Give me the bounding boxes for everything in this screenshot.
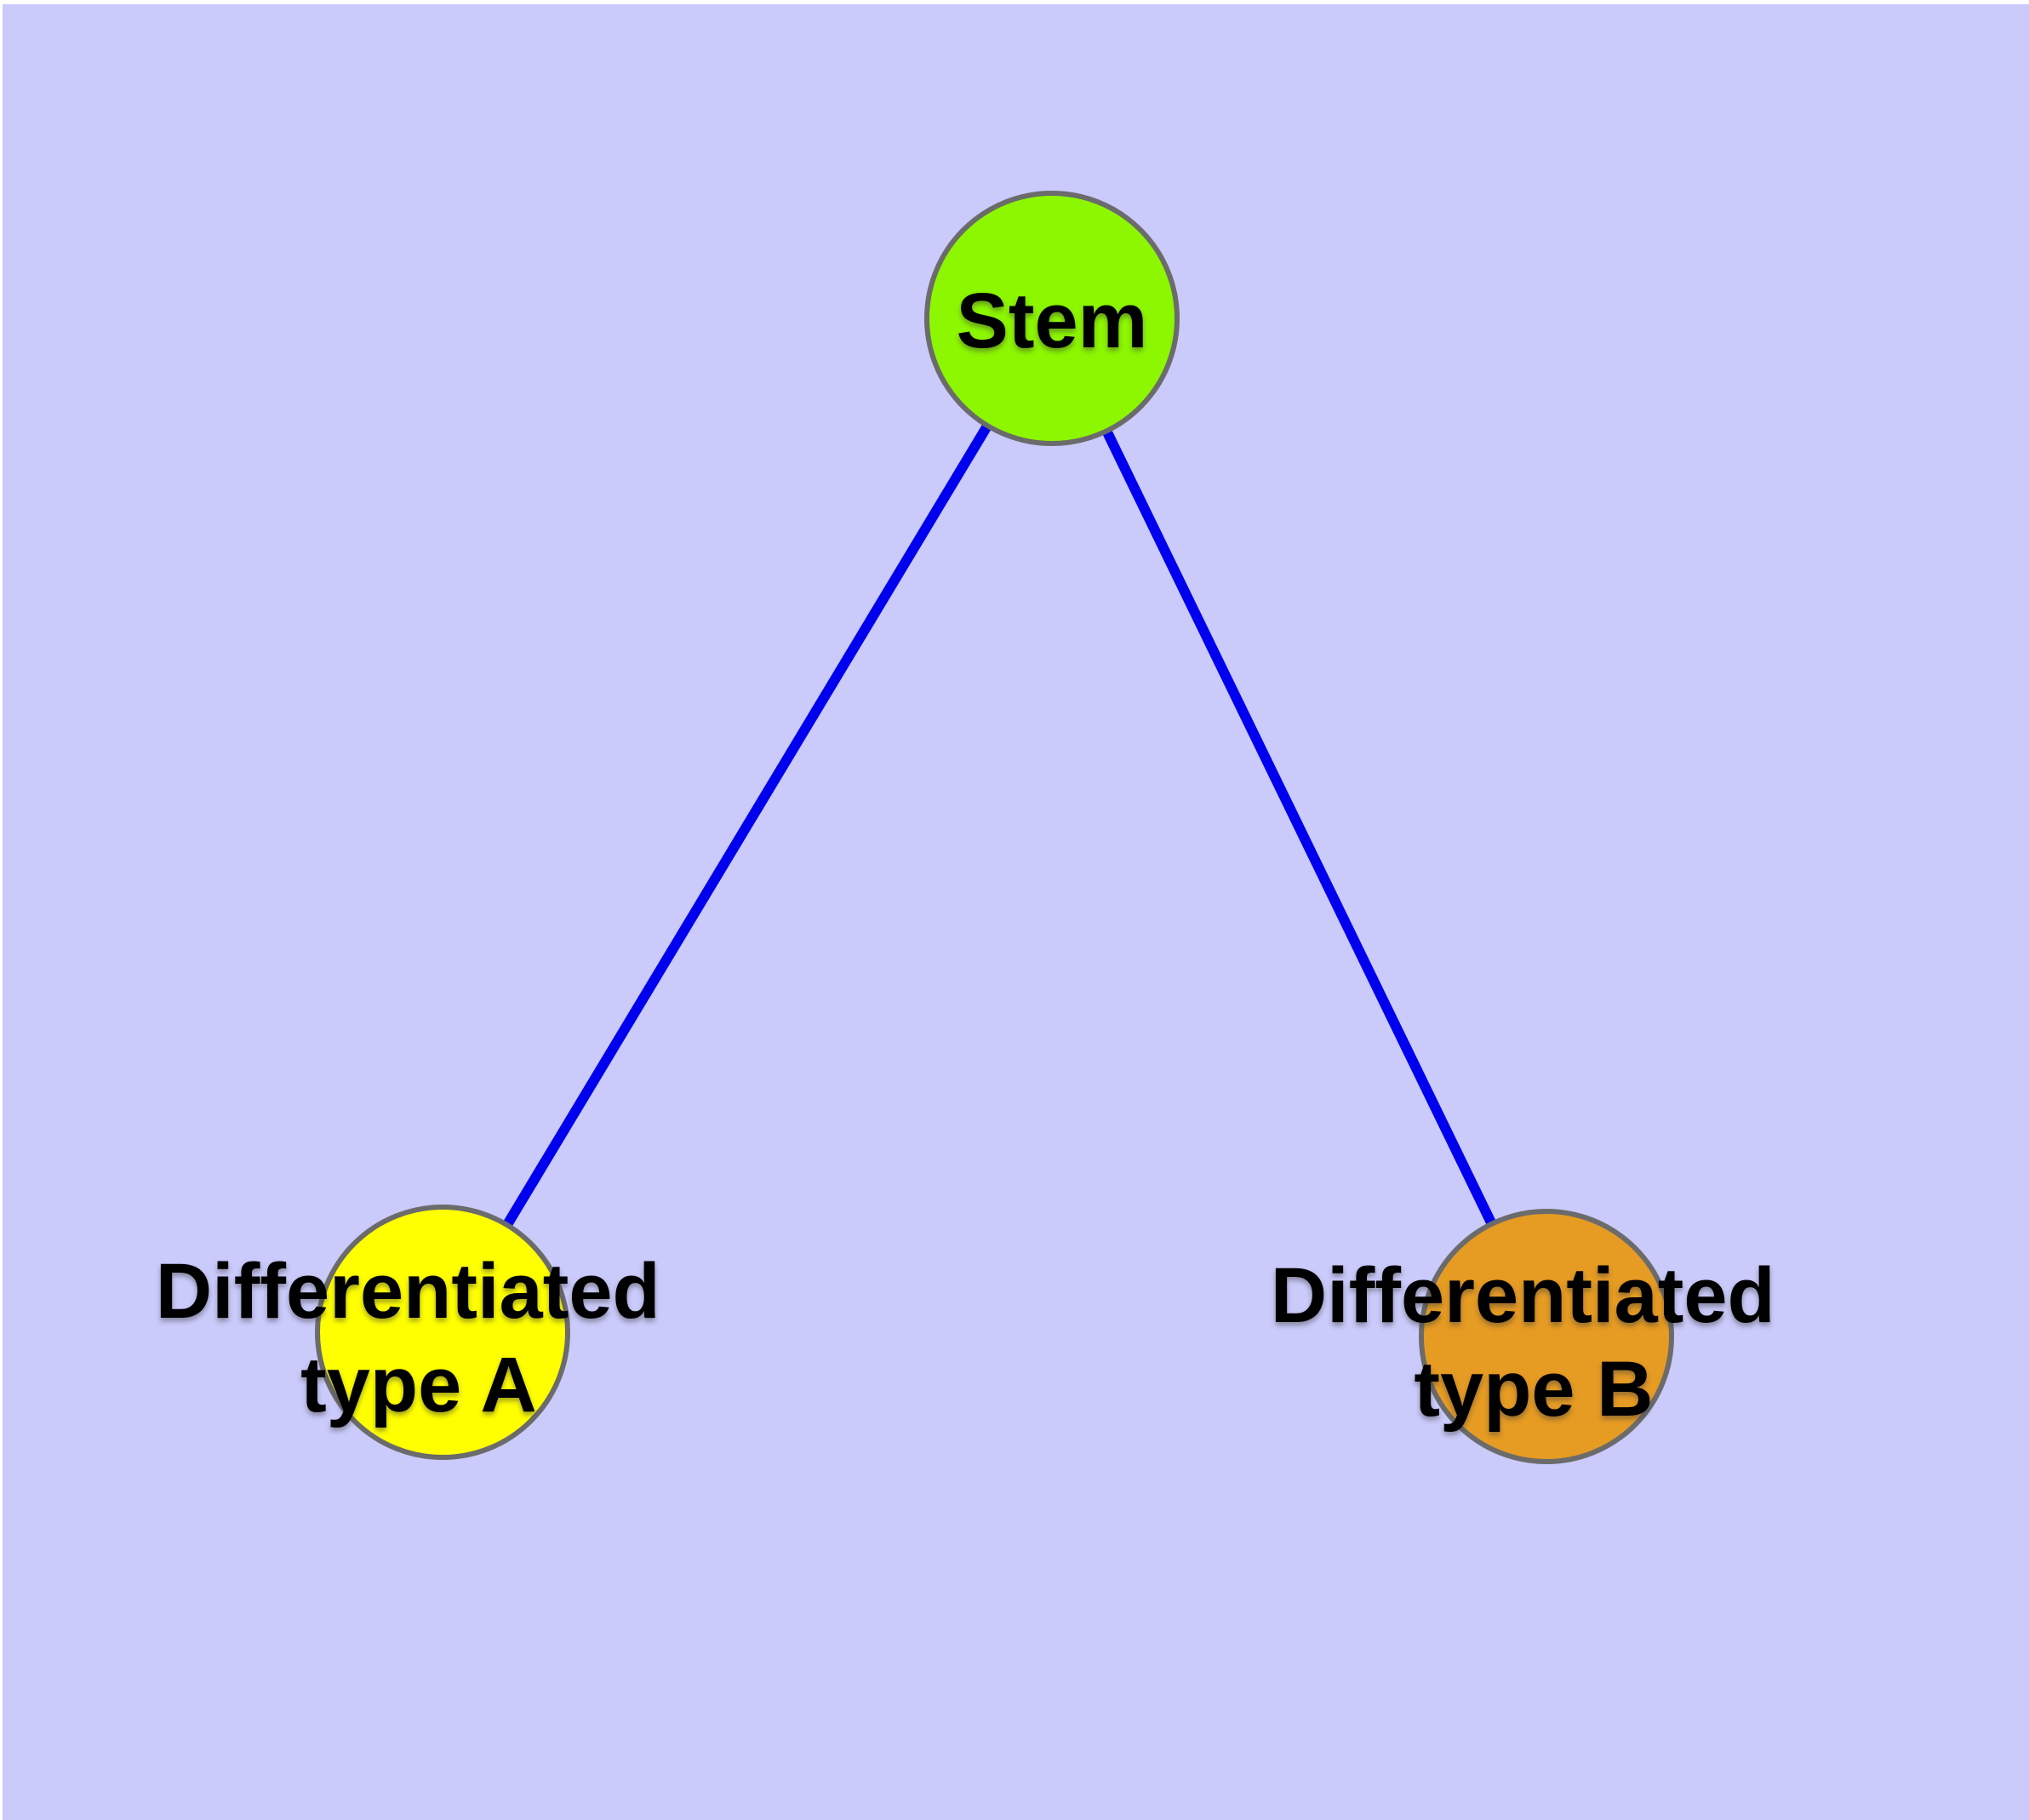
node-differentiated-type-a-circle [315, 1205, 570, 1460]
node-differentiated-type-a-label-line2: type A [300, 1342, 537, 1428]
edge-stem-to-type-a [437, 315, 1057, 1336]
node-differentiated-type-a: Differentiated type A [156, 1205, 683, 1460]
node-differentiated-type-b-label-line2: type B [1414, 1346, 1653, 1433]
node-stem-circle [924, 191, 1180, 446]
node-differentiated-type-b-label: Differentiated type B [1271, 1252, 1798, 1433]
node-differentiated-type-b-label-line1: Differentiated [1271, 1252, 1775, 1339]
node-differentiated-type-b: Differentiated type B [1271, 1209, 1798, 1464]
node-differentiated-type-b-circle [1419, 1209, 1674, 1464]
edge-stem-to-type-b [1047, 316, 1552, 1339]
node-differentiated-type-a-label: Differentiated type A [156, 1248, 683, 1428]
node-stem: Stem [924, 191, 1180, 446]
node-stem-label: Stem [957, 278, 1148, 364]
node-differentiated-type-a-label-line1: Differentiated [156, 1248, 660, 1335]
